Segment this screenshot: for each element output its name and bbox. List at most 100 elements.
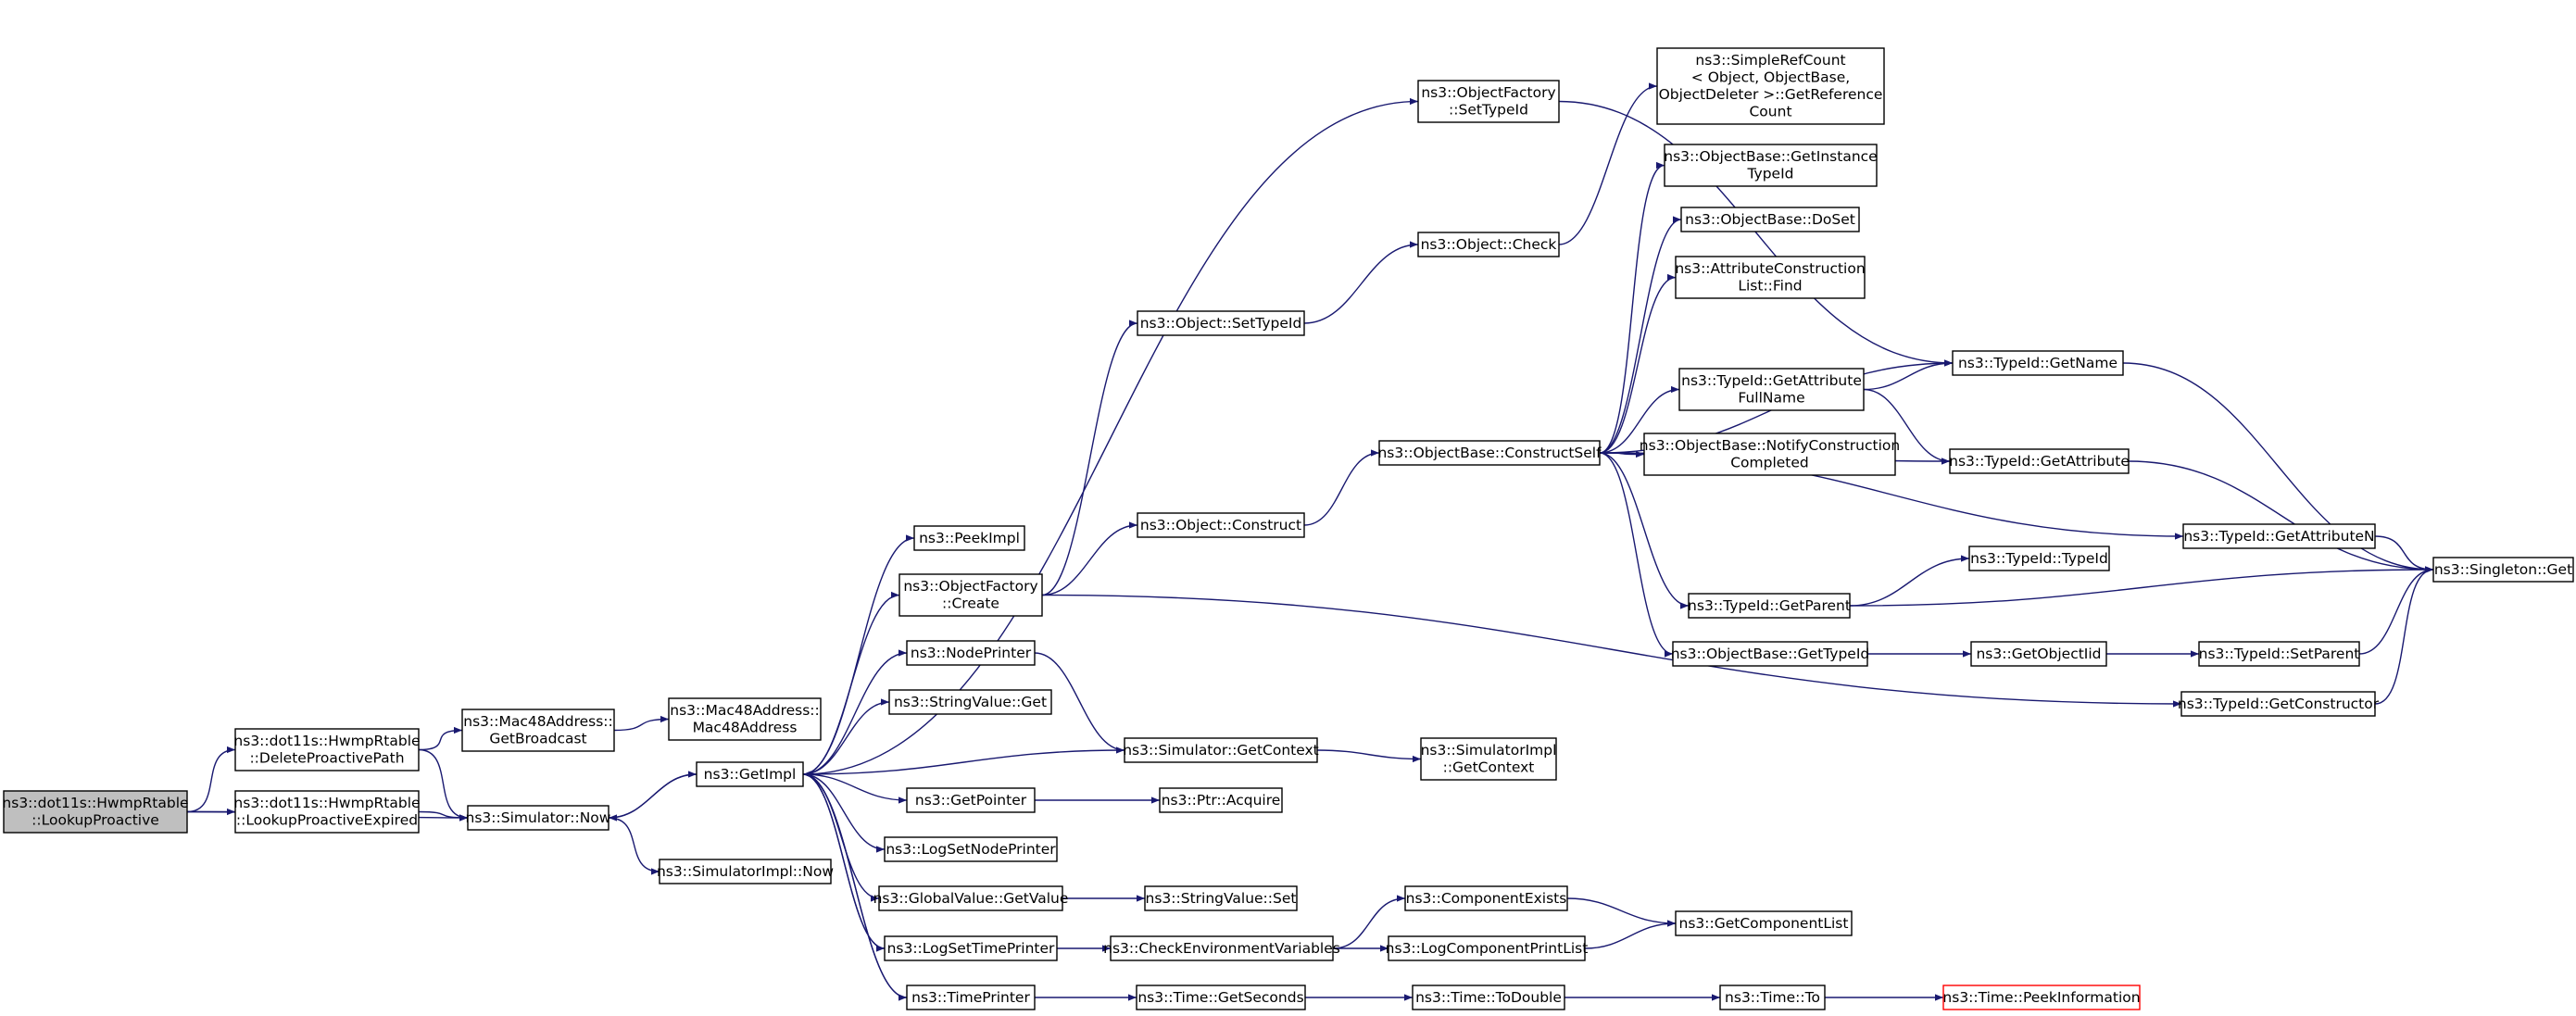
node-nodeprinter[interactable]: ns3::NodePrinter	[906, 640, 1036, 666]
node-box	[1136, 985, 1306, 1010]
node-objconstruct[interactable]: ns3::Object::Construct	[1137, 512, 1305, 538]
edge-logsettime-to-getimpl	[802, 771, 886, 949]
node-gvgetvalue[interactable]: ns3::GlobalValue::GetValue	[873, 885, 1069, 911]
node-box	[884, 836, 1058, 862]
node-objfcreate[interactable]: ns3::ObjectFactory::Create	[898, 573, 1043, 617]
node-timepeek[interactable]: ns3::Time::PeekInformation	[1942, 985, 2141, 1010]
node-box	[1675, 910, 1853, 936]
edge-getimpl-to-objfsettype	[802, 97, 1419, 775]
node-root[interactable]: ns3::dot11s::HwmpRtable::LookupProactive	[2, 790, 189, 834]
edge-checkenv-to-compexists	[1332, 895, 1406, 949]
node-compexists[interactable]: ns3::ComponentExists	[1404, 885, 1568, 911]
node-label-line: ns3::CheckEnvironmentVariables	[1103, 940, 1340, 957]
node-label-line: List::Find	[1738, 278, 1802, 295]
node-obconstructself[interactable]: ns3::ObjectBase::ConstructSelf	[1377, 440, 1602, 466]
node-obdoset[interactable]: ns3::ObjectBase::DoSet	[1680, 207, 1860, 232]
node-singletonget[interactable]: ns3::Singleton::Get	[2432, 557, 2574, 583]
node-label-line: ns3::GetObjectIid	[1976, 646, 2101, 662]
edge-compexists-to-getcomplist	[1566, 897, 1677, 927]
node-strvalget[interactable]: ns3::StringValue::Get	[888, 689, 1052, 715]
edge-logcompprint-to-getcomplist	[1584, 920, 1677, 949]
node-strvalset[interactable]: ns3::StringValue::Set	[1144, 885, 1298, 911]
node-simgetctx[interactable]: ns3::Simulator::GetContext	[1123, 737, 1319, 763]
node-simnow[interactable]: ns3::Simulator::Now	[466, 805, 611, 831]
node-label-line: ::GetContext	[1443, 759, 1535, 776]
edge-obconstructself-to-tidgetattrfull	[1599, 385, 1680, 454]
node-tidgetattr[interactable]: ns3::TypeId::GetAttribute	[1949, 448, 2130, 474]
node-box	[1949, 448, 2130, 474]
node-label-line: ns3::Mac48Address::	[463, 713, 613, 730]
edge-objfcreate-to-objconstruct	[1041, 521, 1138, 596]
node-simimplnow[interactable]: ns3::SimulatorImpl::Now	[657, 859, 834, 884]
node-timeprinter[interactable]: ns3::TimePrinter	[906, 985, 1036, 1010]
node-getcomplist[interactable]: ns3::GetComponentList	[1675, 910, 1853, 936]
node-label-line: ::SetTypeId	[1449, 102, 1528, 119]
edge-tidgetparent-to-singletonget	[1849, 566, 2434, 607]
node-objsettype[interactable]: ns3::Object::SetTypeId	[1137, 310, 1305, 336]
edge-tidgetattr-to-singletonget	[2128, 460, 2434, 573]
node-box	[898, 573, 1043, 617]
node-label-line: ns3::Object::Construct	[1140, 517, 1301, 533]
edge-nodeprinter-to-simgetctx	[1034, 652, 1125, 754]
node-refcount[interactable]: ns3::SimpleRefCount< Object, ObjectBase,…	[1656, 47, 1885, 125]
node-label-line: ns3::ObjectBase::ConstructSelf	[1377, 445, 1602, 461]
node-logcompprint[interactable]: ns3::LogComponentPrintList	[1386, 935, 1589, 961]
edge-obconstructself-to-obgetinst	[1599, 161, 1665, 454]
node-box	[1952, 350, 2124, 376]
node-box	[906, 985, 1036, 1010]
node-tidgetname[interactable]: ns3::TypeId::GetName	[1952, 350, 2124, 376]
node-box	[1137, 310, 1305, 336]
node-label-line: ns3::Ptr::Acquire	[1162, 792, 1281, 809]
node-box	[1656, 47, 1885, 125]
node-box	[234, 790, 420, 834]
node-ptracquire[interactable]: ns3::Ptr::Acquire	[1159, 787, 1283, 813]
node-box	[906, 640, 1036, 666]
node-tidtypeid[interactable]: ns3::TypeId::TypeId	[1968, 546, 2110, 571]
node-box	[888, 689, 1052, 715]
node-tidgetctor[interactable]: ns3::TypeId::GetConstructor	[2178, 691, 2380, 717]
node-label-line: ns3::GetPointer	[915, 792, 1027, 809]
node-box	[2198, 641, 2360, 667]
node-box	[467, 805, 609, 831]
node-label-line: ns3::Time::To	[1725, 989, 1820, 1006]
node-logsetnode[interactable]: ns3::LogSetNodePrinter	[884, 836, 1058, 862]
node-obnotify[interactable]: ns3::ObjectBase::NotifyConstructionCompl…	[1640, 433, 1900, 476]
node-obgettype[interactable]: ns3::ObjectBase::GetTypeId	[1671, 641, 1870, 667]
node-objfsettype[interactable]: ns3::ObjectFactory::SetTypeId	[1417, 80, 1560, 123]
node-logsettime[interactable]: ns3::LogSetTimePrinter	[884, 935, 1058, 961]
node-mac48[interactable]: ns3::Mac48Address::Mac48Address	[668, 697, 822, 741]
edge-getimpl-to-logsetnode	[802, 773, 886, 853]
node-label-line: ns3::TypeId::GetAttribute	[1681, 372, 1862, 389]
node-tidgetattrn[interactable]: ns3::TypeId::GetAttributeN	[2182, 523, 2376, 549]
node-box	[1137, 512, 1305, 538]
node-lookupexp[interactable]: ns3::dot11s::HwmpRtable::LookupProactive…	[233, 790, 421, 834]
node-getpointer[interactable]: ns3::GetPointer	[906, 787, 1036, 813]
node-timegetsec[interactable]: ns3::Time::GetSeconds	[1136, 985, 1306, 1010]
node-label-line: ns3::ObjectFactory	[903, 578, 1037, 595]
node-label-line: ns3::GlobalValue::GetValue	[873, 890, 1069, 907]
node-tidsetparent[interactable]: ns3::TypeId::SetParent	[2198, 641, 2360, 667]
node-getbcast[interactable]: ns3::Mac48Address::GetBroadcast	[461, 709, 615, 752]
node-getimpl[interactable]: ns3::GetImpl	[696, 761, 804, 787]
node-delpath[interactable]: ns3::dot11s::HwmpRtable::DeleteProactive…	[233, 728, 421, 771]
node-timeto[interactable]: ns3::Time::To	[1719, 985, 1826, 1010]
node-tidgetparent[interactable]: ns3::TypeId::GetParent	[1688, 593, 1851, 619]
node-label-line: ns3::TypeId::GetParent	[1688, 597, 1851, 614]
node-box	[1378, 440, 1601, 466]
node-simimplctx[interactable]: ns3::SimulatorImpl::GetContext	[1420, 737, 1557, 781]
node-timetodouble[interactable]: ns3::Time::ToDouble	[1412, 985, 1565, 1010]
edge-simgetctx-to-getimpl	[802, 749, 1125, 778]
node-box	[1970, 641, 2107, 667]
node-box	[1968, 546, 2110, 571]
node-label-line: ns3::ObjectFactory	[1421, 84, 1555, 101]
node-box	[1688, 593, 1851, 619]
node-peekimpl[interactable]: ns3::PeekImpl	[913, 525, 1025, 551]
edge-root-to-delpath	[186, 746, 236, 813]
node-getobjectiid[interactable]: ns3::GetObjectIid	[1970, 641, 2107, 667]
node-checkenv[interactable]: ns3::CheckEnvironmentVariables	[1103, 935, 1340, 961]
edge-timeprinter-to-getimpl	[802, 771, 908, 998]
node-objcheck[interactable]: ns3::Object::Check	[1417, 232, 1560, 257]
